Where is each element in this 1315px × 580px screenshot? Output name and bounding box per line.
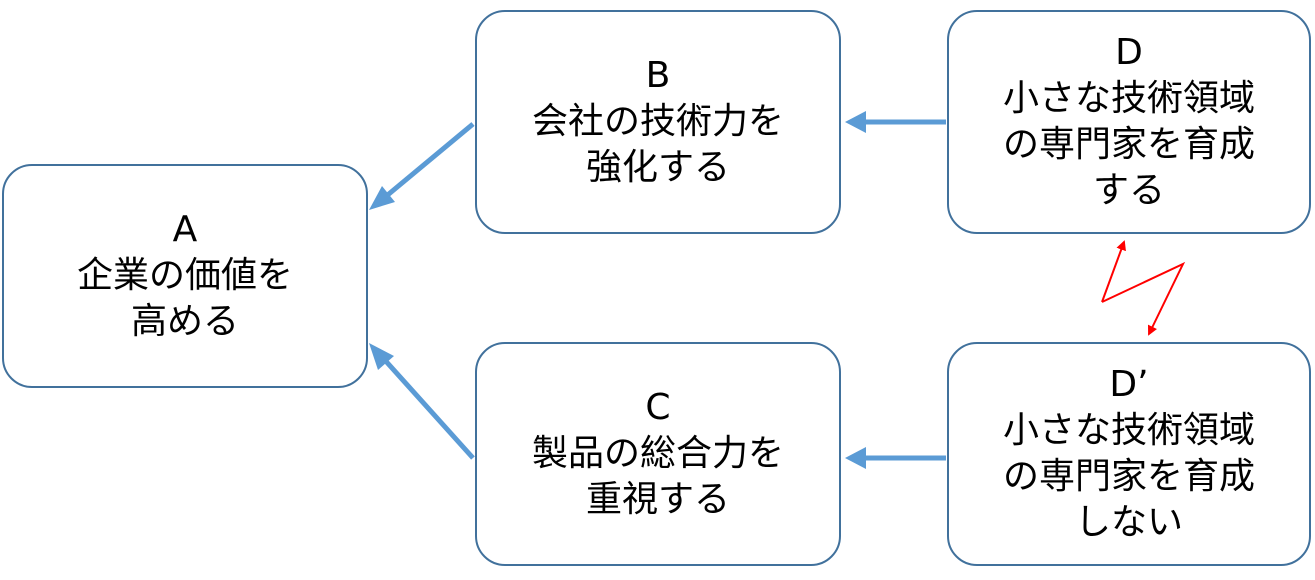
node-c: C 製品の総合力を 重視する <box>475 342 841 566</box>
node-a: A 企業の価値を 高める <box>2 164 368 388</box>
node-c-text-line-2: 重視する <box>585 479 730 520</box>
node-d-text-line-2: の専門家を育成 <box>1002 124 1255 165</box>
node-d-prime-text-line-3: しない <box>1074 502 1183 543</box>
node-c-text-line-1: 製品の総合力を <box>531 433 784 474</box>
arrow-b-to-a <box>369 122 475 210</box>
node-d-letter: D <box>1115 32 1143 73</box>
node-c-letter: C <box>645 387 671 428</box>
arrow-d-to-b <box>845 111 946 133</box>
node-d-prime: D’ 小さな技術領域 の専門家を育成 しない <box>947 342 1311 566</box>
node-b: B 会社の技術力を 強化する <box>475 10 841 234</box>
node-b-text-line-2: 強化する <box>585 147 730 188</box>
node-d-text-line-1: 小さな技術領域 <box>1002 78 1255 119</box>
node-d: D 小さな技術領域 の専門家を育成 する <box>947 10 1311 234</box>
node-d-prime-text-line-2: の専門家を育成 <box>1002 456 1255 497</box>
node-a-text-line-2: 高める <box>130 301 239 342</box>
node-d-text-line-3: する <box>1092 170 1165 211</box>
node-a-text-line-1: 企業の価値を <box>76 255 293 296</box>
arrow-dprime-to-c <box>845 447 946 469</box>
node-b-letter: B <box>645 55 671 96</box>
node-d-prime-letter: D’ <box>1109 364 1149 405</box>
conflict-lightning-arrow <box>1101 240 1186 336</box>
node-a-letter: A <box>172 209 198 250</box>
node-d-prime-text-line-1: 小さな技術領域 <box>1002 410 1255 451</box>
arrow-c-to-a <box>369 343 475 460</box>
node-b-text-line-1: 会社の技術力を <box>531 101 784 142</box>
